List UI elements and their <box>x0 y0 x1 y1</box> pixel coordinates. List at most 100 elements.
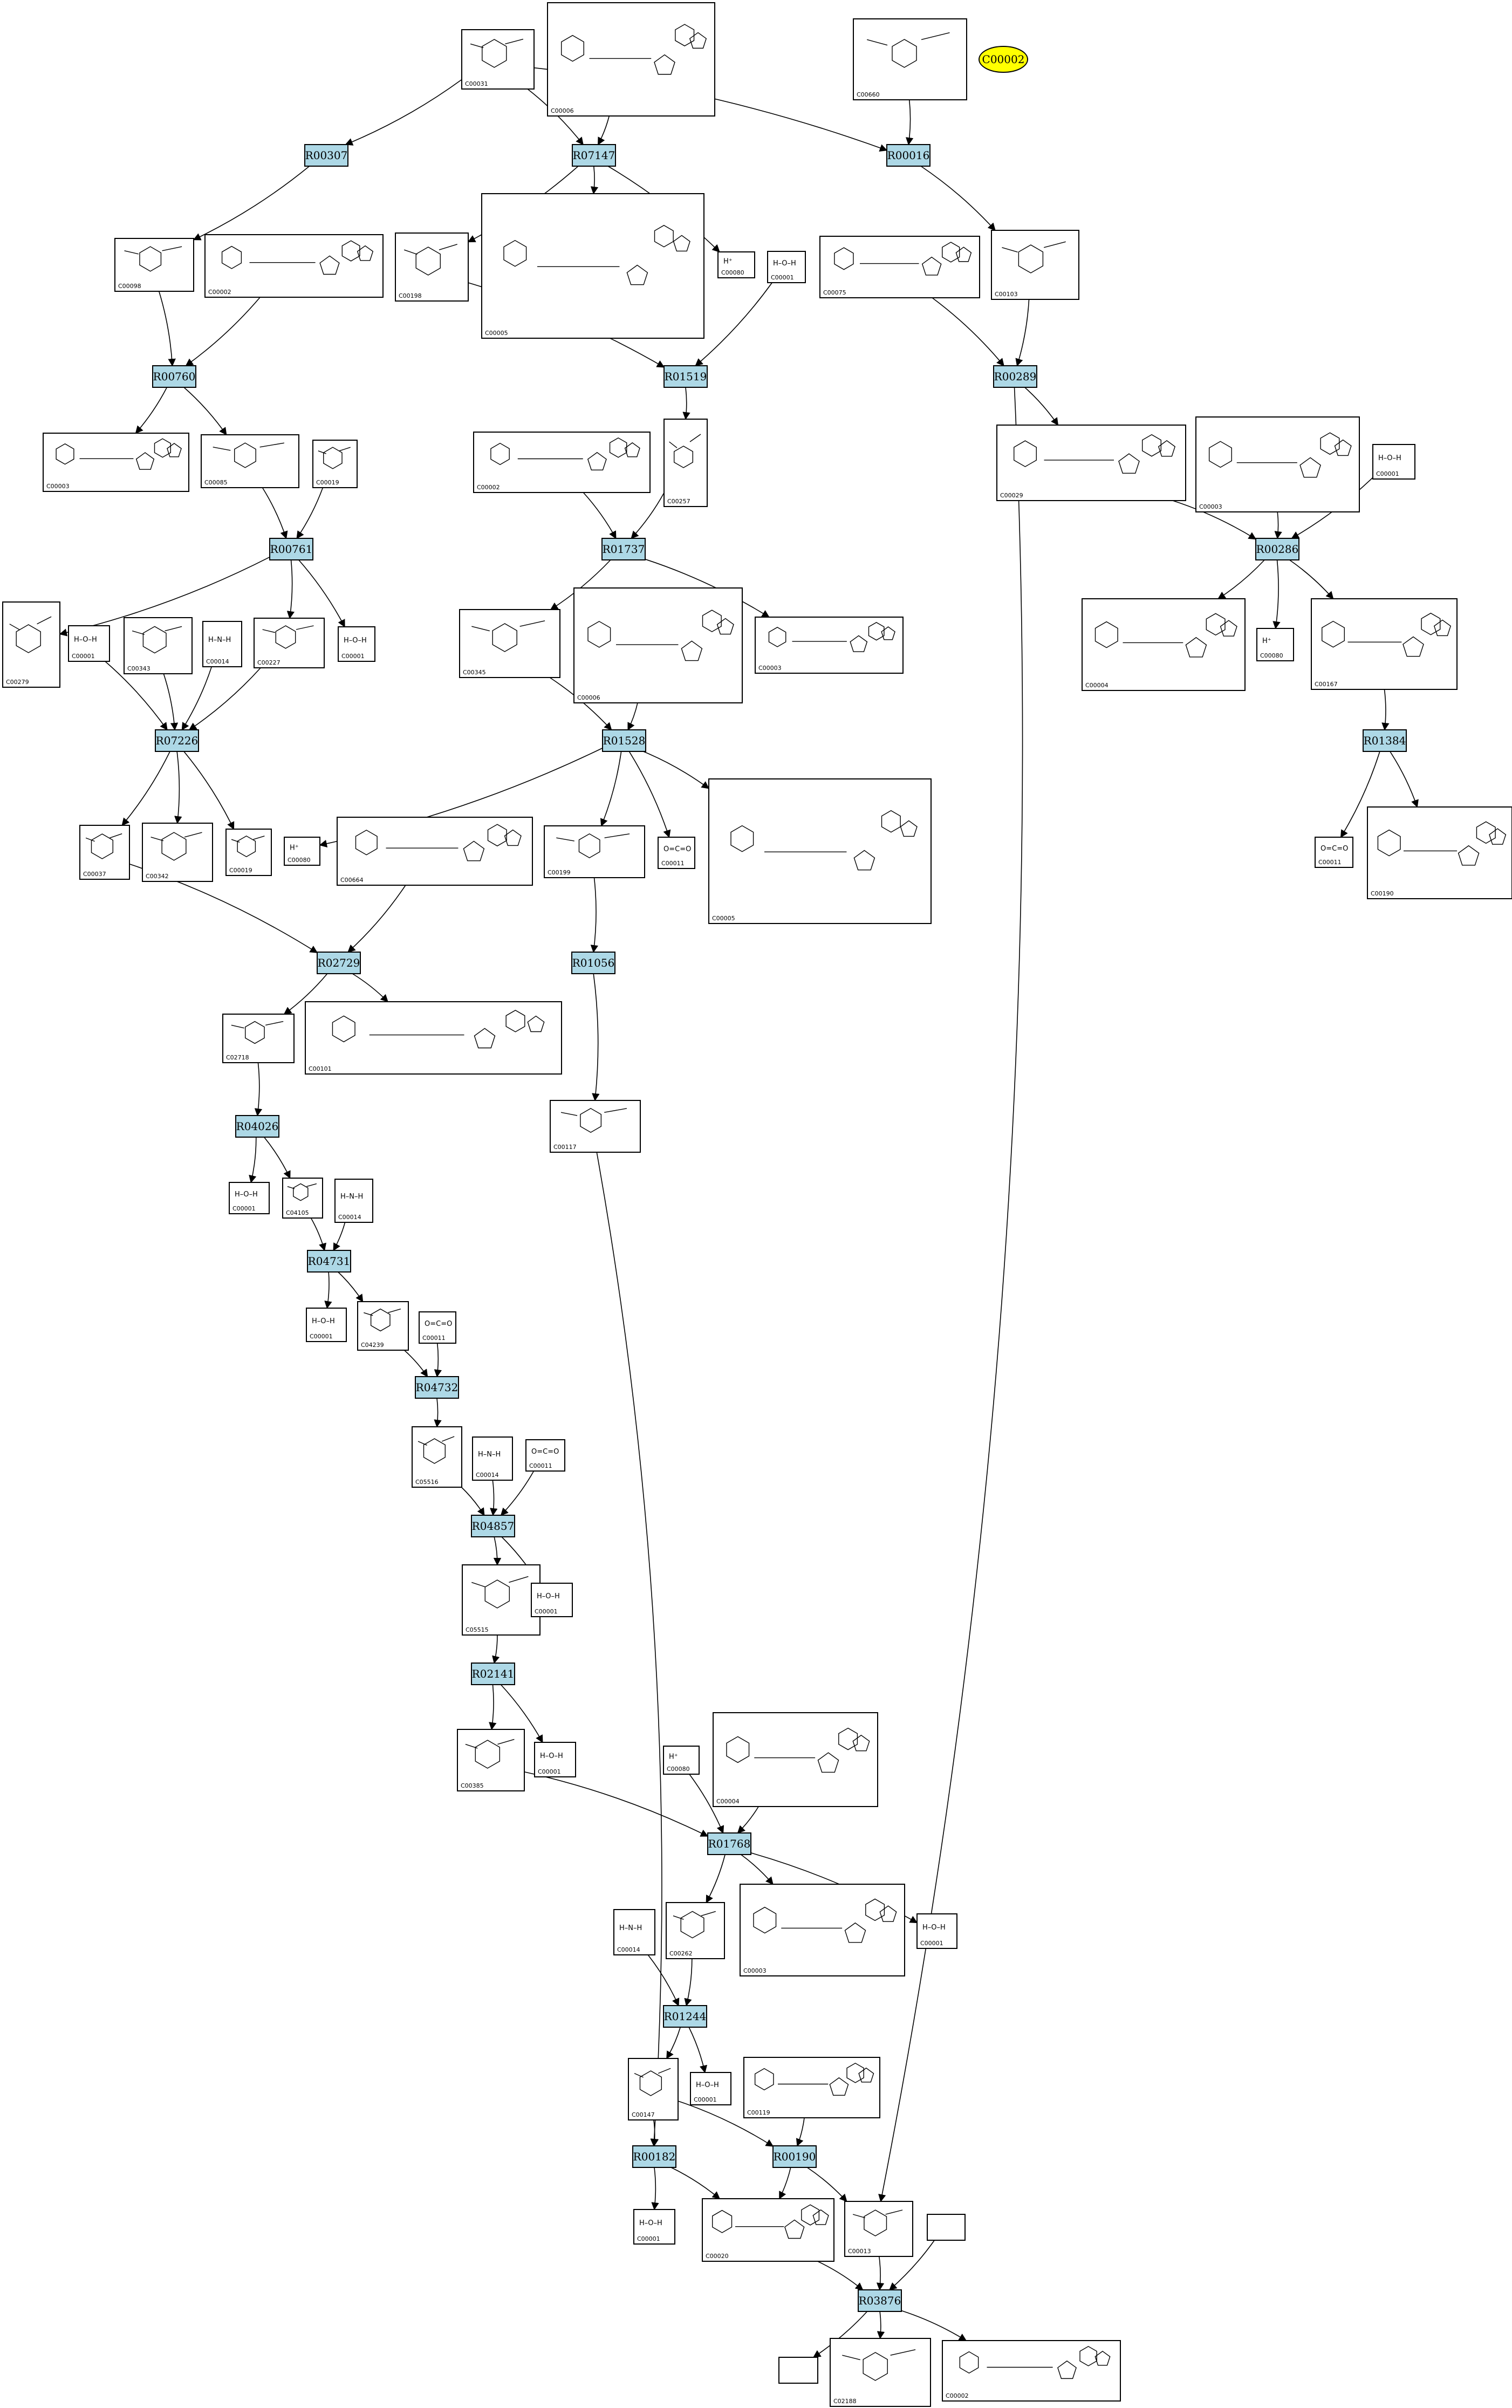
reaction-box[interactable] <box>155 729 199 752</box>
compound-box[interactable] <box>229 1182 270 1214</box>
reaction-box[interactable] <box>1363 729 1407 752</box>
reaction-box[interactable] <box>304 144 348 167</box>
reaction-box[interactable] <box>886 144 931 167</box>
reaction-R03876[interactable]: R03876 <box>858 2289 902 2312</box>
compound-box[interactable] <box>663 1746 700 1775</box>
compound-C00005_a[interactable]: C00005 <box>481 193 704 339</box>
compound-box[interactable] <box>534 1742 576 1777</box>
compound-C00003_b[interactable]: C00003 <box>1195 416 1360 512</box>
compound-C00080_a[interactable]: H⁺C00080 <box>717 251 755 278</box>
compound-box[interactable] <box>334 1179 373 1223</box>
compound-box[interactable] <box>2 601 60 688</box>
compound-C00257[interactable]: C00257 <box>663 419 708 507</box>
compound-box[interactable] <box>690 2072 731 2105</box>
compound-box[interactable] <box>916 1913 957 1949</box>
reaction-box[interactable] <box>571 952 615 974</box>
compound-box[interactable] <box>628 2058 679 2120</box>
compound-C05516[interactable]: C05516 <box>412 1426 462 1488</box>
compound-box[interactable] <box>1195 416 1360 512</box>
compound-box[interactable] <box>778 2357 818 2384</box>
reaction-box[interactable] <box>415 1376 459 1399</box>
compound-C00098[interactable]: C00098 <box>114 238 194 292</box>
compound-box[interactable] <box>457 1729 525 1791</box>
compound-C00003_c[interactable]: C00003 <box>755 617 904 674</box>
compound-box[interactable] <box>225 829 272 876</box>
compound-C00385[interactable]: C00385 <box>457 1729 525 1791</box>
reaction-box[interactable] <box>601 538 646 560</box>
compound-C00664[interactable]: C00664 <box>337 817 533 886</box>
compound-box[interactable] <box>305 1001 562 1075</box>
reaction-R01056[interactable]: R01056 <box>571 952 615 974</box>
reaction-box[interactable] <box>471 1515 515 1537</box>
compound-C00279[interactable]: C00279 <box>2 601 60 688</box>
reaction-R01384[interactable]: R01384 <box>1363 729 1407 752</box>
compound-box[interactable] <box>717 251 755 278</box>
reaction-R04026[interactable]: R04026 <box>235 1115 279 1138</box>
compound-box[interactable] <box>481 193 704 339</box>
reaction-box[interactable] <box>152 365 196 388</box>
compound-box[interactable] <box>337 817 533 886</box>
reaction-R00760[interactable]: R00760 <box>152 365 196 388</box>
reaction-box[interactable] <box>317 952 361 974</box>
compound-box[interactable] <box>525 1439 565 1472</box>
compound-C00167[interactable]: C00167 <box>1311 598 1458 690</box>
reaction-R01737[interactable]: R01737 <box>601 538 646 560</box>
highlight-compound-C00002[interactable]: C00002 <box>979 46 1028 73</box>
compound-C00075[interactable]: C00075 <box>819 236 980 298</box>
compound-box[interactable] <box>222 1014 295 1063</box>
compound-C00037[interactable]: C00037 <box>79 825 130 880</box>
compound-C00006_top[interactable]: C00006 <box>547 2 715 117</box>
compound-box[interactable] <box>43 433 189 492</box>
reaction-R02141[interactable]: R02141 <box>471 1663 515 1685</box>
compound-C00080_b[interactable]: H⁺C00080 <box>1256 628 1294 661</box>
compound-C02188[interactable]: C02188 <box>830 2338 931 2407</box>
compound-C00199[interactable]: C00199 <box>544 825 645 878</box>
reaction-R01244[interactable]: R01244 <box>663 2005 707 2028</box>
reaction-box[interactable] <box>235 1115 279 1138</box>
compound-C00660[interactable]: C00660 <box>853 18 967 100</box>
compound-C00019[interactable]: C00019 <box>312 440 358 488</box>
compound-C00343[interactable]: C00343 <box>124 617 193 674</box>
compound-C00003_a[interactable]: C00003 <box>43 433 189 492</box>
compound-C04105[interactable]: C04105 <box>282 1178 323 1219</box>
compound-box[interactable] <box>942 2340 1121 2402</box>
compound-C00002_a[interactable]: C00002 <box>204 234 384 298</box>
reaction-box[interactable] <box>307 1250 351 1273</box>
compound-box[interactable] <box>1315 837 1353 868</box>
compound-C05515[interactable]: C05515 <box>462 1564 541 1636</box>
reaction-R00286[interactable]: R00286 <box>1255 538 1299 560</box>
reaction-R01528[interactable]: R01528 <box>602 729 646 752</box>
compound-C00031[interactable]: C00031 <box>461 29 535 90</box>
reaction-R01519[interactable]: R01519 <box>663 365 708 388</box>
reaction-R04857[interactable]: R04857 <box>471 1515 515 1537</box>
compound-box[interactable] <box>613 1909 655 1955</box>
compound-box[interactable] <box>459 609 560 678</box>
reaction-box[interactable] <box>471 1663 515 1685</box>
compound-C00101[interactable]: C00101 <box>305 1001 562 1075</box>
compound-box[interactable] <box>830 2338 931 2407</box>
compound-box[interactable] <box>991 230 1079 300</box>
compound-box[interactable] <box>395 232 469 302</box>
compound-box[interactable] <box>306 1308 347 1342</box>
compound-box[interactable] <box>996 425 1186 501</box>
reaction-R04731[interactable]: R04731 <box>307 1250 351 1273</box>
compound-C00006_b[interactable]: C00006 <box>573 587 743 703</box>
compound-box[interactable] <box>1082 598 1246 691</box>
compound-C00019_b[interactable]: C00019 <box>225 829 272 876</box>
compound-C00004_b[interactable]: C00004 <box>713 1712 878 1807</box>
compound-C00190[interactable]: C00190 <box>1367 806 1512 899</box>
reaction-R00190[interactable]: R00190 <box>772 2145 817 2168</box>
compound-box[interactable] <box>743 2057 880 2118</box>
reaction-R00182[interactable]: R00182 <box>632 2145 676 2168</box>
reaction-box[interactable] <box>858 2289 902 2312</box>
reaction-R07147[interactable]: R07147 <box>572 144 616 167</box>
